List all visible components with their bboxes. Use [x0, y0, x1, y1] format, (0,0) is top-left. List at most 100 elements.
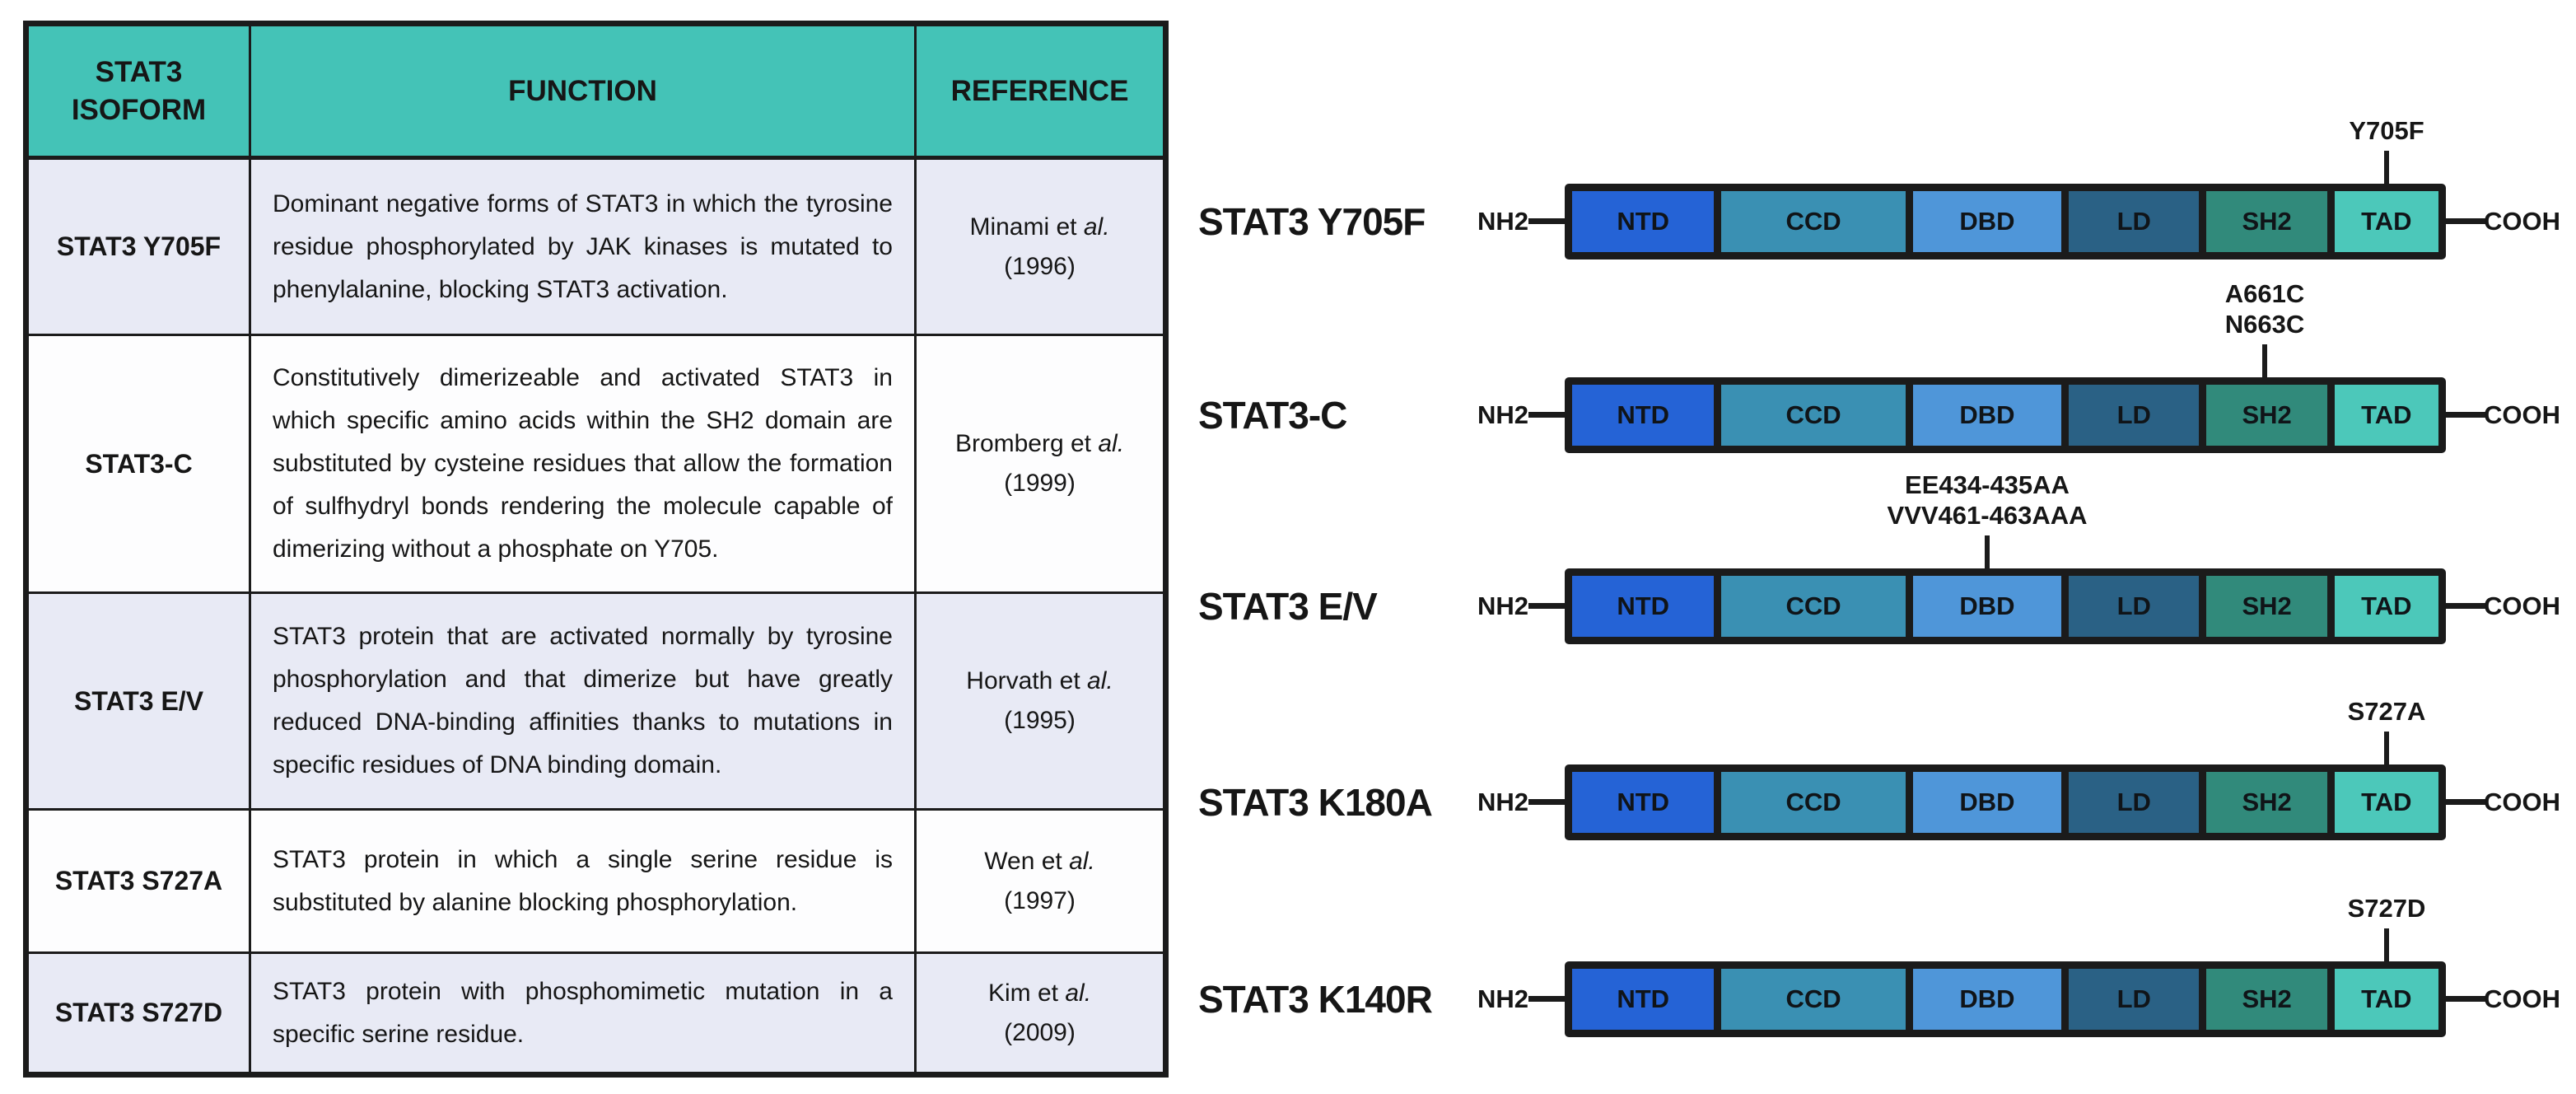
table-row: STAT3 E/V STAT3 protein that are activat… — [25, 591, 1167, 811]
isoform-cell: STAT3 S727A — [25, 808, 251, 954]
reference-year: (2009) — [1004, 1018, 1076, 1046]
function-cell: Dominant negative forms of STAT3 in whic… — [249, 157, 917, 336]
domain-dbd-block: DBD — [1912, 969, 2062, 1030]
cooh-connector-line — [2444, 603, 2485, 609]
domain-ntd-block: NTD — [1572, 969, 1715, 1030]
domain-sh2-block: SH2 — [2206, 969, 2327, 1030]
header-isoform: STAT3 ISOFORM — [25, 22, 251, 160]
isoform-table: STAT3 ISOFORM FUNCTION REFERENCE STAT3 Y… — [23, 21, 1169, 1078]
nh2-terminus-label: NH2 — [1477, 400, 1528, 429]
cooh-terminus-label: COOH — [2484, 788, 2560, 816]
diagram-label: STAT3 E/V — [1198, 585, 1378, 628]
nh2-terminus-label: NH2 — [1477, 984, 1528, 1013]
mutation-annotation: S727A — [2348, 696, 2426, 727]
table-row: STAT3-C Constitutively dimerizeable and … — [25, 334, 1167, 594]
domain-ccd-block: CCD — [1721, 969, 1906, 1030]
mutation-label-line: S727A — [2347, 697, 2426, 726]
function-cell: Constitutively dimerizeable and activate… — [249, 334, 917, 594]
mutation-tick-line — [2384, 151, 2389, 184]
reference-cell: Wen et al. (1997) — [914, 808, 1167, 954]
isoform-cell: STAT3 E/V — [25, 591, 251, 811]
domain-ntd-block: NTD — [1572, 772, 1715, 833]
function-cell: STAT3 protein in which a single serine r… — [249, 808, 917, 954]
cooh-terminus-label: COOH — [2484, 207, 2560, 236]
reference-etal: al. — [1083, 213, 1110, 241]
domain-dbd-block: DBD — [1912, 576, 2062, 637]
nh2-connector-line — [1528, 603, 1566, 609]
domain-sh2-block: SH2 — [2206, 191, 2327, 252]
domain-ntd-block: NTD — [1572, 385, 1715, 446]
nh2-terminus-label: NH2 — [1477, 207, 1528, 236]
reference-year: (1996) — [1004, 252, 1076, 280]
diagram-label: STAT3 K140R — [1198, 978, 1433, 1021]
mutation-label-line: S727D — [2347, 894, 2426, 923]
diagram-label: STAT3-C — [1198, 394, 1347, 437]
nh2-connector-line — [1528, 996, 1566, 1002]
domain-dbd-block: DBD — [1912, 772, 2062, 833]
domain-sh2-block: SH2 — [2206, 772, 2327, 833]
reference-etal: al. — [1065, 979, 1092, 1007]
cooh-connector-line — [2444, 799, 2485, 805]
domain-tad-block: TAD — [2334, 969, 2438, 1030]
domain-ld-block: LD — [2069, 772, 2200, 833]
reference-year: (1995) — [1004, 707, 1076, 734]
reference-cell: Bromberg et al. (1999) — [914, 334, 1167, 594]
domain-ld-block: LD — [2069, 576, 2200, 637]
domain-ccd-block: CCD — [1721, 576, 1906, 637]
domain-ntd-block: NTD — [1572, 576, 1715, 637]
reference-cell: Kim et al. (2009) — [914, 951, 1167, 1076]
mutation-label-line: A661C — [2224, 279, 2305, 308]
header-reference: REFERENCE — [914, 22, 1167, 160]
domain-dbd-block: DBD — [1912, 385, 2062, 446]
function-cell: STAT3 protein that are activated normall… — [249, 591, 917, 811]
cooh-terminus-label: COOH — [2484, 984, 2560, 1013]
table-row: STAT3 Y705F Dominant negative forms of S… — [25, 157, 1167, 336]
nh2-terminus-label: NH2 — [1477, 788, 1528, 816]
mutation-label-line: N663C — [2224, 310, 2305, 339]
domain-tad-block: TAD — [2334, 576, 2438, 637]
nh2-connector-line — [1528, 799, 1566, 805]
domain-ld-block: LD — [2069, 969, 2200, 1030]
reference-etal: al. — [1069, 847, 1095, 875]
domain-sh2-block: SH2 — [2206, 385, 2327, 446]
cooh-connector-line — [2444, 218, 2485, 224]
isoform-cell: STAT3-C — [25, 334, 251, 594]
mutation-tick-line — [2262, 344, 2267, 377]
mutation-tick-line — [1985, 535, 1990, 568]
table-row: STAT3 S727A STAT3 protein in which a sin… — [25, 808, 1167, 954]
reference-authors: Bromberg et — [954, 430, 1092, 457]
cooh-terminus-label: COOH — [2484, 591, 2560, 620]
cooh-terminus-label: COOH — [2484, 400, 2560, 429]
diagram-label: STAT3 K180A — [1198, 781, 1433, 824]
mutation-tick-line — [2384, 732, 2389, 764]
domain-tad-block: TAD — [2334, 191, 2438, 252]
reference-authors: Horvath et — [966, 667, 1080, 694]
nh2-connector-line — [1528, 218, 1566, 224]
domain-sh2-block: SH2 — [2206, 576, 2327, 637]
domain-dbd-block: DBD — [1912, 191, 2062, 252]
mutation-tick-line — [2384, 928, 2389, 961]
reference-etal: al. — [1098, 430, 1125, 457]
domain-ccd-block: CCD — [1721, 191, 1906, 252]
mutation-label-line: Y705F — [2349, 116, 2424, 145]
domain-ld-block: LD — [2069, 191, 2200, 252]
domain-tad-block: TAD — [2334, 772, 2438, 833]
domain-tad-block: TAD — [2334, 385, 2438, 446]
reference-cell: Horvath et al. (1995) — [914, 591, 1167, 811]
mutation-label-line: EE434-435AA — [1905, 470, 2070, 499]
isoform-cell: STAT3 Y705F — [25, 157, 251, 336]
domain-ntd-block: NTD — [1572, 191, 1715, 252]
mutation-annotation: S727D — [2348, 893, 2426, 923]
table-header-row: STAT3 ISOFORM FUNCTION REFERENCE — [25, 22, 1167, 160]
